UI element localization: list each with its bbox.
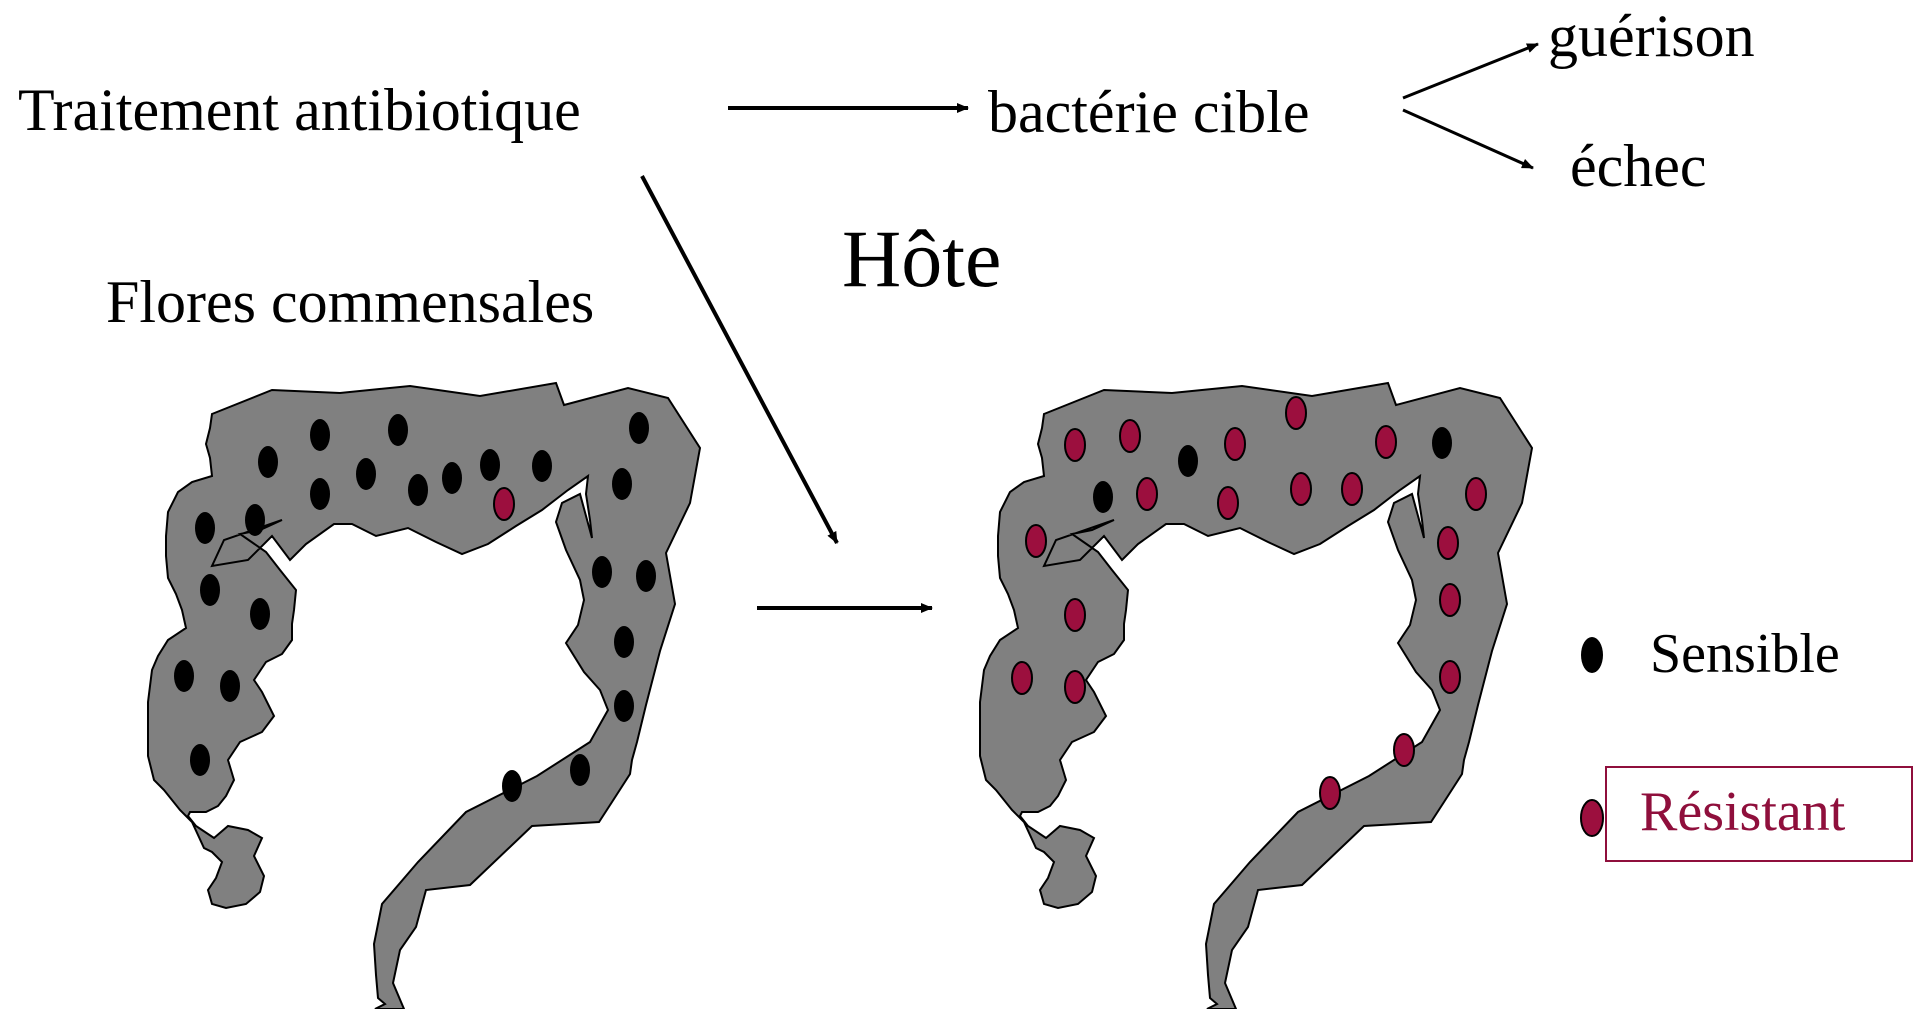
sensitive-bacterium bbox=[250, 598, 270, 630]
sensitive-bacterium bbox=[1432, 427, 1452, 459]
resistant-bacterium bbox=[1225, 428, 1245, 460]
sensitive-bacterium bbox=[195, 512, 215, 544]
resistant-bacterium bbox=[1466, 478, 1486, 510]
resistant-bacterium bbox=[1440, 661, 1460, 693]
resistant-bacterium bbox=[1065, 599, 1085, 631]
resistant-bacterium bbox=[1218, 487, 1238, 519]
sensitive-bacterium bbox=[200, 574, 220, 606]
legend-resistant-dot bbox=[1581, 800, 1603, 836]
resistant-bacterium bbox=[1120, 420, 1140, 452]
colon-before bbox=[148, 383, 700, 1009]
sensitive-bacterium bbox=[636, 560, 656, 592]
sensitive-bacterium bbox=[408, 474, 428, 506]
colon-after bbox=[980, 383, 1532, 1009]
sensitive-bacterium bbox=[592, 556, 612, 588]
resistant-bacterium bbox=[1394, 734, 1414, 766]
legend-resistant-label: Résistant bbox=[1640, 784, 1845, 840]
sensitive-bacterium bbox=[532, 450, 552, 482]
sensitive-bacterium bbox=[190, 744, 210, 776]
sensitive-bacterium bbox=[310, 419, 330, 451]
sensitive-bacterium bbox=[310, 478, 330, 510]
resistant-bacterium bbox=[1012, 662, 1032, 694]
legend-sensitive-dot bbox=[1581, 637, 1603, 673]
sensitive-bacterium bbox=[388, 414, 408, 446]
resistant-bacterium bbox=[1438, 527, 1458, 559]
sensitive-bacterium bbox=[1178, 445, 1198, 477]
resistant-bacterium bbox=[1291, 473, 1311, 505]
treatment-label: Traitement antibiotique bbox=[18, 80, 581, 140]
host-label: Hôte bbox=[842, 218, 1001, 300]
resistant-bacterium bbox=[1137, 478, 1157, 510]
sensitive-bacterium bbox=[629, 412, 649, 444]
resistant-bacterium bbox=[1065, 671, 1085, 703]
target-to-cure-arrow bbox=[1403, 44, 1538, 98]
resistant-bacterium bbox=[494, 488, 514, 520]
sensitive-bacterium bbox=[1093, 481, 1113, 513]
sensitive-bacterium bbox=[612, 468, 632, 500]
resistant-bacterium bbox=[1342, 473, 1362, 505]
failure-label: échec bbox=[1570, 136, 1707, 196]
sensitive-bacterium bbox=[356, 458, 376, 490]
cure-label: guérison bbox=[1548, 6, 1755, 66]
resistant-bacterium bbox=[1026, 525, 1046, 557]
sensitive-bacterium bbox=[442, 462, 462, 494]
sensitive-bacterium bbox=[480, 449, 500, 481]
sensitive-bacterium bbox=[614, 626, 634, 658]
target-to-failure-arrow bbox=[1403, 110, 1533, 168]
sensitive-bacterium bbox=[570, 754, 590, 786]
resistant-bacterium bbox=[1376, 426, 1396, 458]
resistant-bacterium bbox=[1440, 584, 1460, 616]
sensitive-bacterium bbox=[174, 660, 194, 692]
resistant-bacterium bbox=[1320, 777, 1340, 809]
sensitive-bacterium bbox=[614, 690, 634, 722]
resistant-bacterium bbox=[1286, 397, 1306, 429]
sensitive-bacterium bbox=[258, 446, 278, 478]
resistant-bacterium bbox=[1065, 429, 1085, 461]
legend-sensitive-label: Sensible bbox=[1650, 626, 1840, 682]
sensitive-bacterium bbox=[502, 770, 522, 802]
sensitive-bacterium bbox=[245, 504, 265, 536]
commensal-flora-label: Flores commensales bbox=[106, 272, 594, 332]
sensitive-bacterium bbox=[220, 670, 240, 702]
target-bacteria-label: bactérie cible bbox=[988, 82, 1309, 142]
